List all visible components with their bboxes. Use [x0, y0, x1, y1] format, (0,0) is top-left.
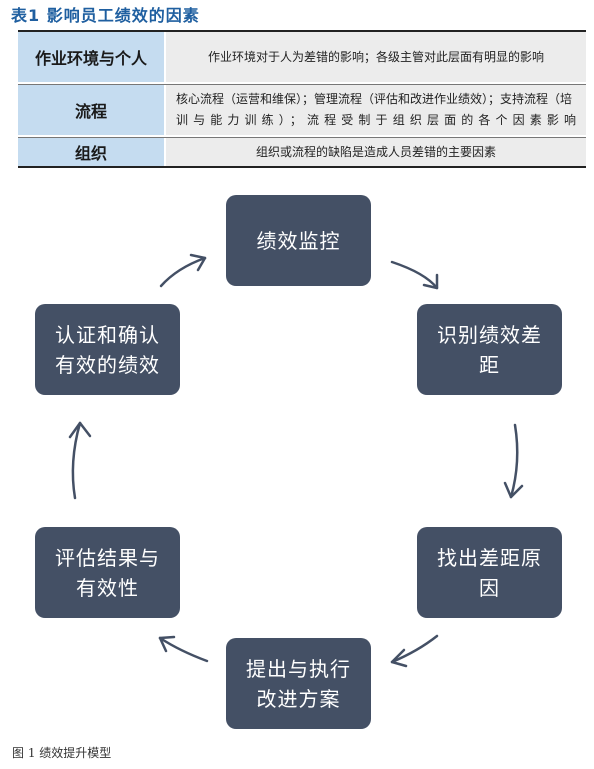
row-content: 组织或流程的缺陷是造成人员差错的主要因素 — [166, 138, 586, 166]
table-row: 流程 核心流程（运营和维保）；管理流程（评估和改进作业绩效）；支持流程（培训与能… — [18, 84, 586, 137]
row-content: 核心流程（运营和维保）；管理流程（评估和改进作业绩效）；支持流程（培训与能力训练… — [166, 85, 586, 135]
factors-table: 作业环境与个人 作业环境对于人为差错的影响；各级主管对此层面有明显的影响 流程 … — [18, 30, 586, 168]
table-row: 作业环境与个人 作业环境对于人为差错的影响；各级主管对此层面有明显的影响 — [18, 32, 586, 84]
step-certify-performance: 认证和确认有效的绩效 — [35, 304, 180, 395]
arrow-5 — [68, 421, 92, 500]
step-find-cause: 找出差距原因 — [417, 527, 562, 618]
arrow-3 — [390, 634, 439, 668]
figure-caption: 图 1 绩效提升模型 — [12, 746, 112, 760]
step-implement-improvement: 提出与执行改进方案 — [226, 638, 371, 729]
arrow-1 — [390, 260, 439, 290]
arrow-6 — [159, 253, 207, 288]
table-row: 组织 组织或流程的缺陷是造成人员差错的主要因素 — [18, 137, 586, 166]
arrow-4 — [158, 635, 209, 663]
row-header: 作业环境与个人 — [18, 32, 166, 82]
row-header: 流程 — [18, 85, 166, 135]
step-evaluate-results: 评估结果与有效性 — [35, 527, 180, 618]
table-caption: 表1 影响员工绩效的因素 — [11, 6, 200, 25]
step-identify-gap: 识别绩效差距 — [417, 304, 562, 395]
step-performance-monitoring: 绩效监控 — [226, 195, 371, 286]
row-content: 作业环境对于人为差错的影响；各级主管对此层面有明显的影响 — [166, 32, 586, 82]
arrow-2 — [503, 423, 524, 499]
row-header: 组织 — [18, 138, 166, 166]
